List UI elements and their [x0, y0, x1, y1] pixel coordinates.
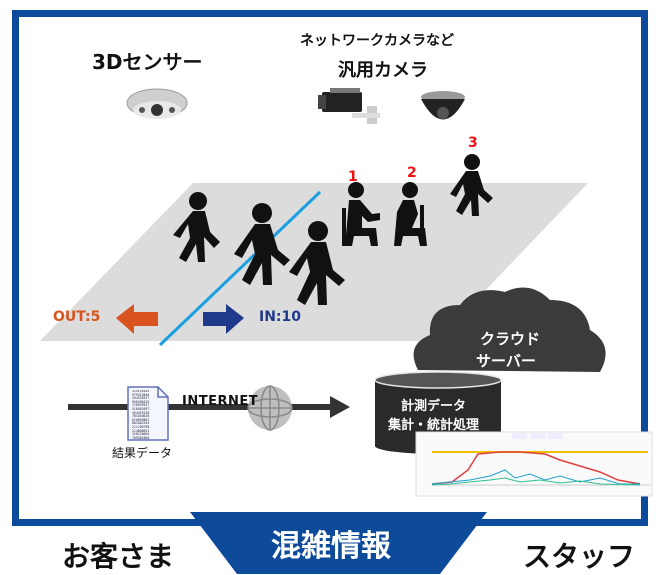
counting-line: [158, 190, 322, 347]
customer-label: お客さま: [62, 540, 175, 573]
walking-person-icon: [173, 192, 220, 262]
out-arrow-icon: [116, 304, 158, 334]
staff-label: スタッフ: [523, 540, 636, 573]
globe-icon: [247, 385, 293, 431]
seat-number-2: 2: [407, 165, 417, 181]
seated-person-icon: [394, 182, 427, 246]
internet-arrow-head: [330, 396, 350, 418]
congestion-info-label: 混雑情報: [271, 529, 391, 564]
cloud-label-line1: クラウド: [480, 330, 541, 348]
result-data-label: 結果データ: [112, 446, 173, 460]
database-label-line2: 集計・統計処理: [388, 418, 480, 433]
in-arrow-icon: [203, 304, 244, 334]
info-banner: [190, 512, 487, 574]
3d-sensor-icon: [126, 88, 188, 119]
seated-person-icon: [342, 182, 380, 246]
seat-number-3: 3: [468, 135, 478, 151]
internet-label: INTERNET: [182, 394, 259, 409]
network-camera-label: ネットワークカメラなど: [300, 33, 454, 49]
walking-person-icon: [289, 221, 345, 305]
document-number-lines: 314159265 979323846 264338327 950288419 …: [132, 390, 150, 440]
internet-line: [68, 404, 333, 410]
walking-person-icon: [450, 154, 493, 216]
seat-number-1: 1: [348, 169, 358, 185]
box-camera-icon: [318, 88, 380, 124]
dome-camera-icon: [421, 91, 465, 120]
3d-sensor-label: 3Dセンサー: [92, 50, 203, 74]
general-camera-label: 汎用カメラ: [338, 60, 428, 81]
out-count-label: OUT:5: [53, 309, 101, 325]
cloud-label-line2: サーバー: [476, 352, 536, 370]
cloud-shape: [413, 287, 606, 372]
document-icon: [127, 386, 169, 441]
walking-person-icon: [234, 203, 290, 285]
in-count-label: IN:10: [259, 309, 302, 325]
dashboard-thumbnail: [415, 431, 653, 497]
database-label-line1: 計測データ: [401, 399, 467, 414]
